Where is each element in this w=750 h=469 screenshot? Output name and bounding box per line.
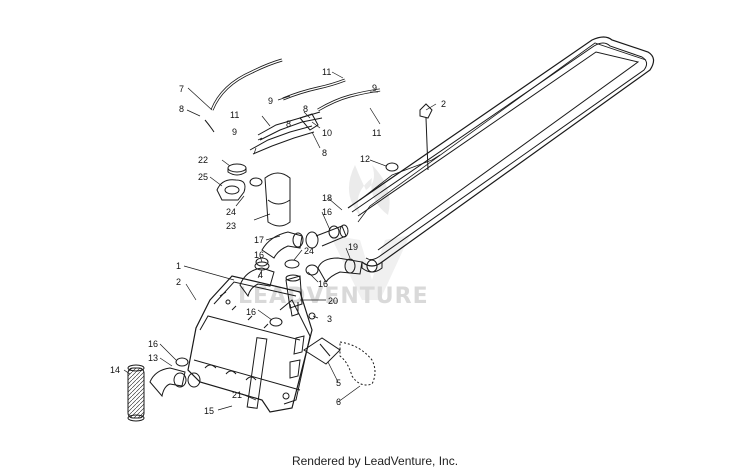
callout-23: 23 <box>226 221 236 231</box>
callout-1: 1 <box>176 261 181 271</box>
callout-8: 8 <box>303 104 308 114</box>
callout-13: 13 <box>148 353 158 363</box>
overflow-hoses <box>204 58 381 155</box>
hose-23 <box>264 172 291 227</box>
bracket-5 <box>303 337 376 386</box>
callout-8: 8 <box>286 119 291 129</box>
callout-15: 15 <box>204 406 214 416</box>
callout-19: 19 <box>348 242 358 252</box>
hose-clamp-12 <box>385 162 399 172</box>
callout-21: 21 <box>232 390 242 400</box>
watermark-logo <box>330 165 410 300</box>
filler-neck-assembly <box>216 163 263 201</box>
callout-5: 5 <box>336 378 341 388</box>
hose-14 <box>127 357 201 422</box>
heat-exchanger-rail <box>347 36 655 273</box>
footer-credit: Rendered by LeadVenture, Inc. <box>291 454 459 468</box>
clamp-16a <box>255 257 269 267</box>
callout-16: 16 <box>322 207 332 217</box>
bracket-2 <box>419 103 433 171</box>
leader-lines <box>123 71 437 411</box>
callout-2: 2 <box>441 99 446 109</box>
callout-16: 16 <box>246 307 256 317</box>
callout-2: 2 <box>176 277 181 287</box>
callout-11: 11 <box>372 128 381 138</box>
screw-3 <box>308 312 316 320</box>
callout-22: 22 <box>198 155 208 165</box>
callout-3: 3 <box>327 314 332 324</box>
thermostat-housing-20 <box>285 274 303 317</box>
callout-9: 9 <box>232 127 237 137</box>
hose-19 <box>305 257 378 283</box>
callout-16: 16 <box>318 279 328 289</box>
callout-4: 4 <box>258 270 263 280</box>
callout-9: 9 <box>372 83 377 93</box>
callout-12: 12 <box>360 154 370 164</box>
callout-7: 7 <box>179 84 184 94</box>
callout-14: 14 <box>110 365 120 375</box>
callout-17: 17 <box>254 235 264 245</box>
hose-17 <box>261 224 349 259</box>
watermark-text: LEADVENTURE <box>238 284 429 309</box>
callout-20: 20 <box>328 296 338 306</box>
callout-9: 9 <box>268 96 273 106</box>
callout-8: 8 <box>179 104 184 114</box>
radiator-body <box>187 275 313 413</box>
callout-11: 11 <box>322 67 331 77</box>
callout-25: 25 <box>198 172 208 182</box>
callout-16: 16 <box>148 339 158 349</box>
callout-18: 18 <box>322 193 332 203</box>
callout-11: 11 <box>230 110 239 120</box>
callout-8: 8 <box>322 148 327 158</box>
clamp-16b <box>269 317 283 327</box>
clamp-24 <box>284 259 300 269</box>
callout-10: 10 <box>322 128 332 138</box>
callout-16: 16 <box>254 250 264 260</box>
callout-24: 24 <box>226 207 236 217</box>
callouts: 7 8 11 9 9 8 2 11 9 8 10 8 11 22 25 12 2… <box>110 67 446 416</box>
callout-24: 24 <box>304 246 314 256</box>
callout-6: 6 <box>336 397 341 407</box>
